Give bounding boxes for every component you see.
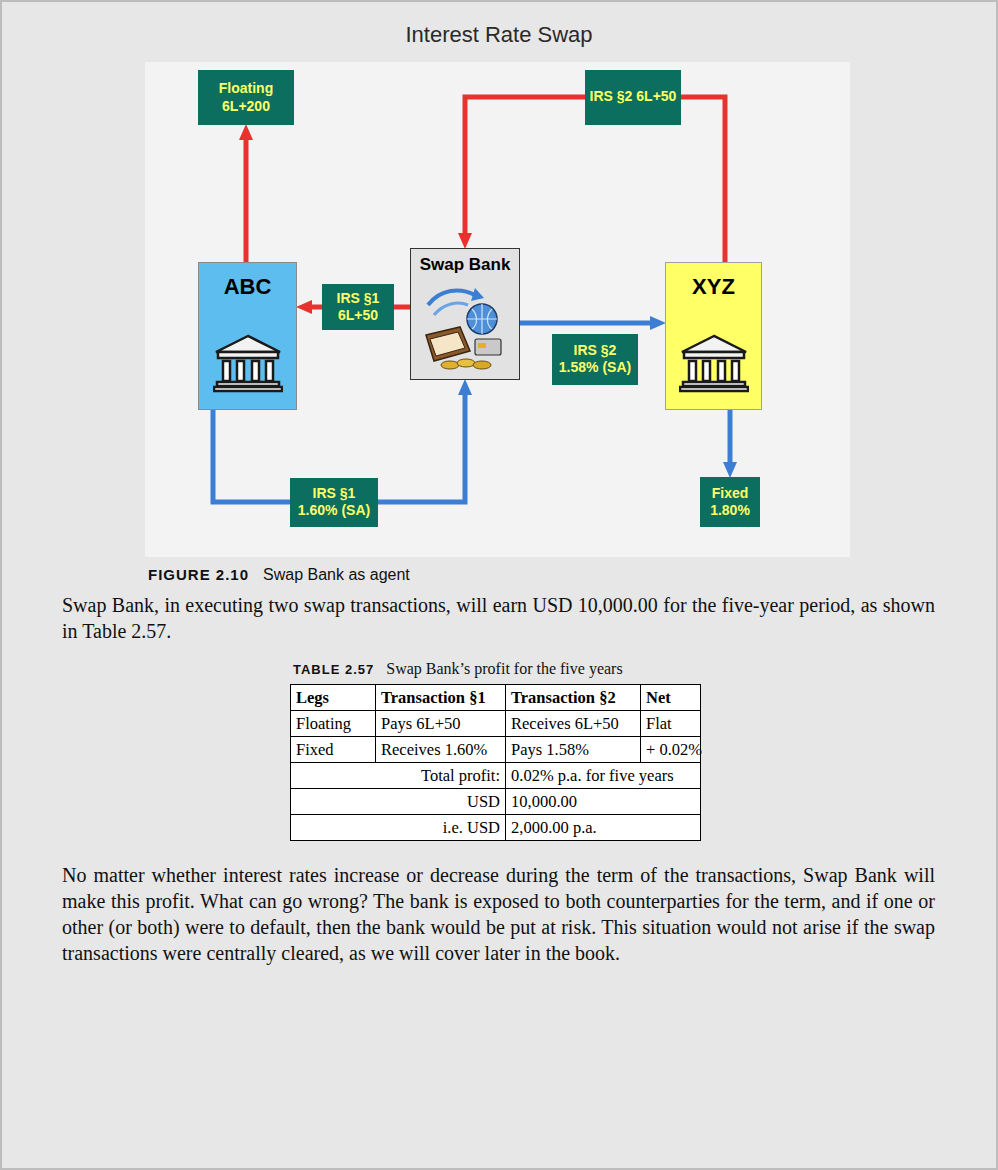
table-cell-text: Pays 1.58% (511, 740, 589, 759)
swap-leg-label: IRS §2 1.58% (SA) (552, 334, 638, 385)
table-cell-text: Net (646, 688, 671, 707)
table-number: TABLE 2.57 (293, 662, 374, 677)
table-row: Fixed Receives 1.60% Pays 1.58% + 0.02% (291, 737, 701, 763)
table-cell-text: 0.02% p.a. for five years (511, 766, 674, 785)
rate-tag-box: Floating 6L+200 (198, 70, 294, 125)
table-cell-text: Receives 1.60% (381, 740, 487, 759)
finance-clipart-icon (420, 285, 510, 373)
bank-building-icon (679, 333, 749, 393)
table-cell-text: 10,000.00 (511, 792, 577, 811)
table-cell-text: 2,000.00 p.a. (511, 818, 597, 837)
table-cell: 10,000.00 (506, 789, 701, 815)
table-row: i.e. USD 2,000.00 p.a. (291, 815, 701, 841)
table-cell-text: i.e. USD (443, 818, 500, 837)
table-cell: Fixed (291, 737, 376, 763)
node-text: Fixed 1.80% (704, 485, 756, 519)
table-cell-text: Pays 6L+50 (381, 714, 460, 733)
table-cell-text: Legs (296, 688, 329, 707)
figure-number: FIGURE 2.10 (148, 566, 249, 583)
table-cell: Receives 6L+50 (506, 711, 641, 737)
figure-caption: FIGURE 2.10 Swap Bank as agent (148, 566, 410, 584)
figure-area (145, 62, 850, 557)
node-text: Floating 6L+200 (202, 80, 290, 114)
body-paragraph: No matter whether interest rates increas… (62, 862, 935, 966)
table-cell: Receives 1.60% (376, 737, 506, 763)
swap-flow-arrow (728, 410, 733, 462)
table-cell: Net (641, 685, 701, 711)
table-cell-text: Transaction §2 (511, 688, 616, 707)
bank-box: ABC (198, 262, 297, 410)
table-cell-text: Total profit: (421, 766, 500, 785)
table-cell: Flat (641, 711, 701, 737)
table-cell-text: USD (467, 792, 500, 811)
table-cell: 2,000.00 p.a. (506, 815, 701, 841)
table-cell: Transaction §2 (506, 685, 641, 711)
table-cell: 0.02% p.a. for five years (506, 763, 701, 789)
table-cell: Transaction §1 (376, 685, 506, 711)
table-row: Total profit: 0.02% p.a. for five years (291, 763, 701, 789)
table-cell-text: Floating (296, 714, 351, 733)
table-cell: Pays 6L+50 (376, 711, 506, 737)
swap-leg-label: IRS §1 1.60% (SA) (290, 478, 378, 527)
table-cell-text: Receives 6L+50 (511, 714, 619, 733)
table-body: Legs Transaction §1 Transaction §2 NetFloat… (291, 685, 701, 841)
table-row: Legs Transaction §1 Transaction §2 Net (291, 685, 701, 711)
profit-table: Legs Transaction §1 Transaction §2 NetFloat… (290, 684, 701, 841)
table-cell: Total profit: (291, 763, 506, 789)
table-cell-text: Fixed (296, 740, 334, 759)
node-text: XYZ (666, 275, 761, 299)
node-text: Swap Bank (411, 255, 519, 275)
table-cell: Legs (291, 685, 376, 711)
table-cell: Pays 1.58% (506, 737, 641, 763)
figure-caption-text: Swap Bank as agent (263, 566, 410, 584)
body-paragraph: Swap Bank, in executing two swap transac… (62, 592, 935, 644)
table-cell-text: Transaction §1 (381, 688, 486, 707)
node-text: ABC (199, 275, 296, 299)
table-cell: USD (291, 789, 506, 815)
bank-box: XYZ (665, 262, 762, 410)
swap-flow-arrow (520, 321, 650, 326)
table-cell-text: + 0.02% (646, 740, 702, 759)
table-row: USD 10,000.00 (291, 789, 701, 815)
swap-bank-box: Swap Bank (410, 248, 520, 380)
table-title: Swap Bank’s profit for the five years (386, 660, 622, 678)
table-cell: Floating (291, 711, 376, 737)
rate-tag-box: Fixed 1.80% (700, 477, 760, 527)
table-cell: + 0.02% (641, 737, 701, 763)
swap-leg-label: IRS §1 6L+50 (322, 284, 394, 330)
figure-title: Interest Rate Swap (0, 22, 998, 48)
swap-flow-arrow (244, 140, 249, 262)
table-cell: i.e. USD (291, 815, 506, 841)
bank-building-icon (213, 333, 283, 393)
table-row: Floating Pays 6L+50 Receives 6L+50 Flat (291, 711, 701, 737)
table-caption: TABLE 2.57 Swap Bank’s profit for the fiv… (293, 660, 623, 678)
table-cell-text: Flat (646, 714, 672, 733)
swap-leg-label: IRS §2 6L+50 (585, 70, 681, 125)
